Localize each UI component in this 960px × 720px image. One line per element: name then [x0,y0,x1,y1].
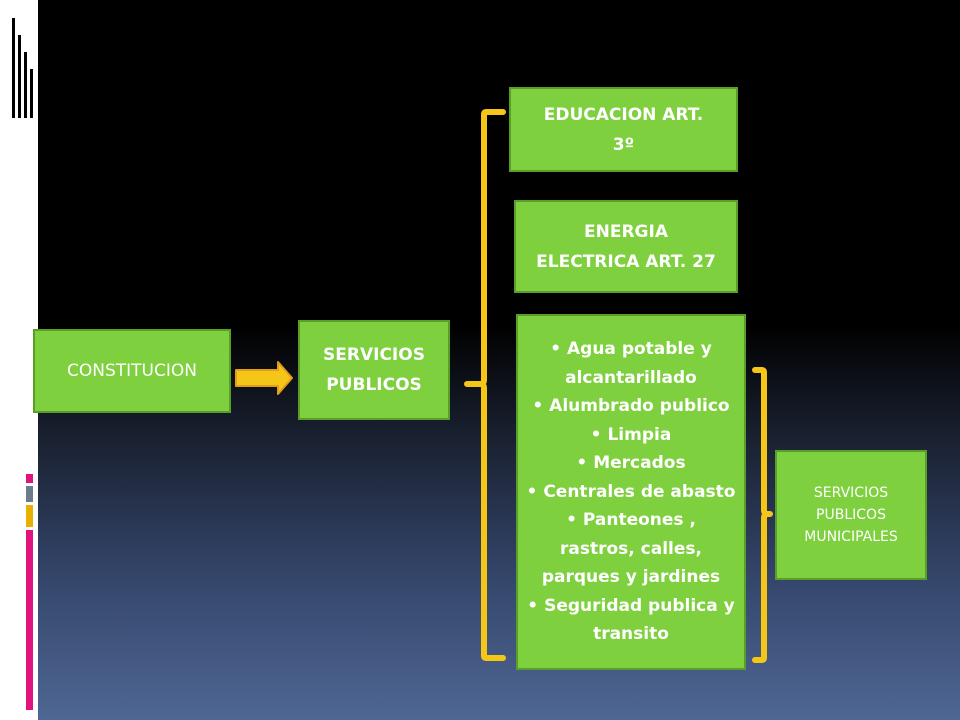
servicios-publicos-label: SERVICIOS PUBLICOS [323,345,425,395]
list-item: Agua potable y alcantarillado [526,335,736,392]
decorative-lines [0,0,38,125]
small-bracket [752,367,773,663]
box-municipal-list: Agua potable y alcantarillado Alumbrado … [516,314,746,670]
municipal-services-list: Agua potable y alcantarillado Alumbrado … [518,335,744,649]
list-item: Mercados [526,449,736,478]
list-item: Alumbrado publico [526,392,736,421]
list-item: Limpia [526,421,736,450]
box-constitucion: CONSTITUCION [33,329,231,413]
box-energia: ENERGIA ELECTRICA ART. 27 [514,200,738,293]
list-item: Seguridad publica y transito [526,592,736,649]
box-servicios-municipales: SERVICIOS PUBLICOS MUNICIPALES [775,450,927,580]
box-educacion: EDUCACION ART. 3º [509,87,738,172]
arrow-right-icon [235,361,293,395]
accent-bars [26,474,33,710]
list-item: Panteones , rastros, calles, parques y j… [526,506,736,592]
servicios-municipales-label: SERVICIOS PUBLICOS MUNICIPALES [804,485,898,545]
box-servicios-publicos: SERVICIOS PUBLICOS [298,320,450,420]
large-bracket [464,109,506,661]
educacion-label: EDUCACION ART. 3º [543,104,704,155]
energia-label: ENERGIA ELECTRICA ART. 27 [536,221,716,272]
list-item: Centrales de abasto [526,478,736,507]
constitucion-label: CONSTITUCION [67,361,197,381]
